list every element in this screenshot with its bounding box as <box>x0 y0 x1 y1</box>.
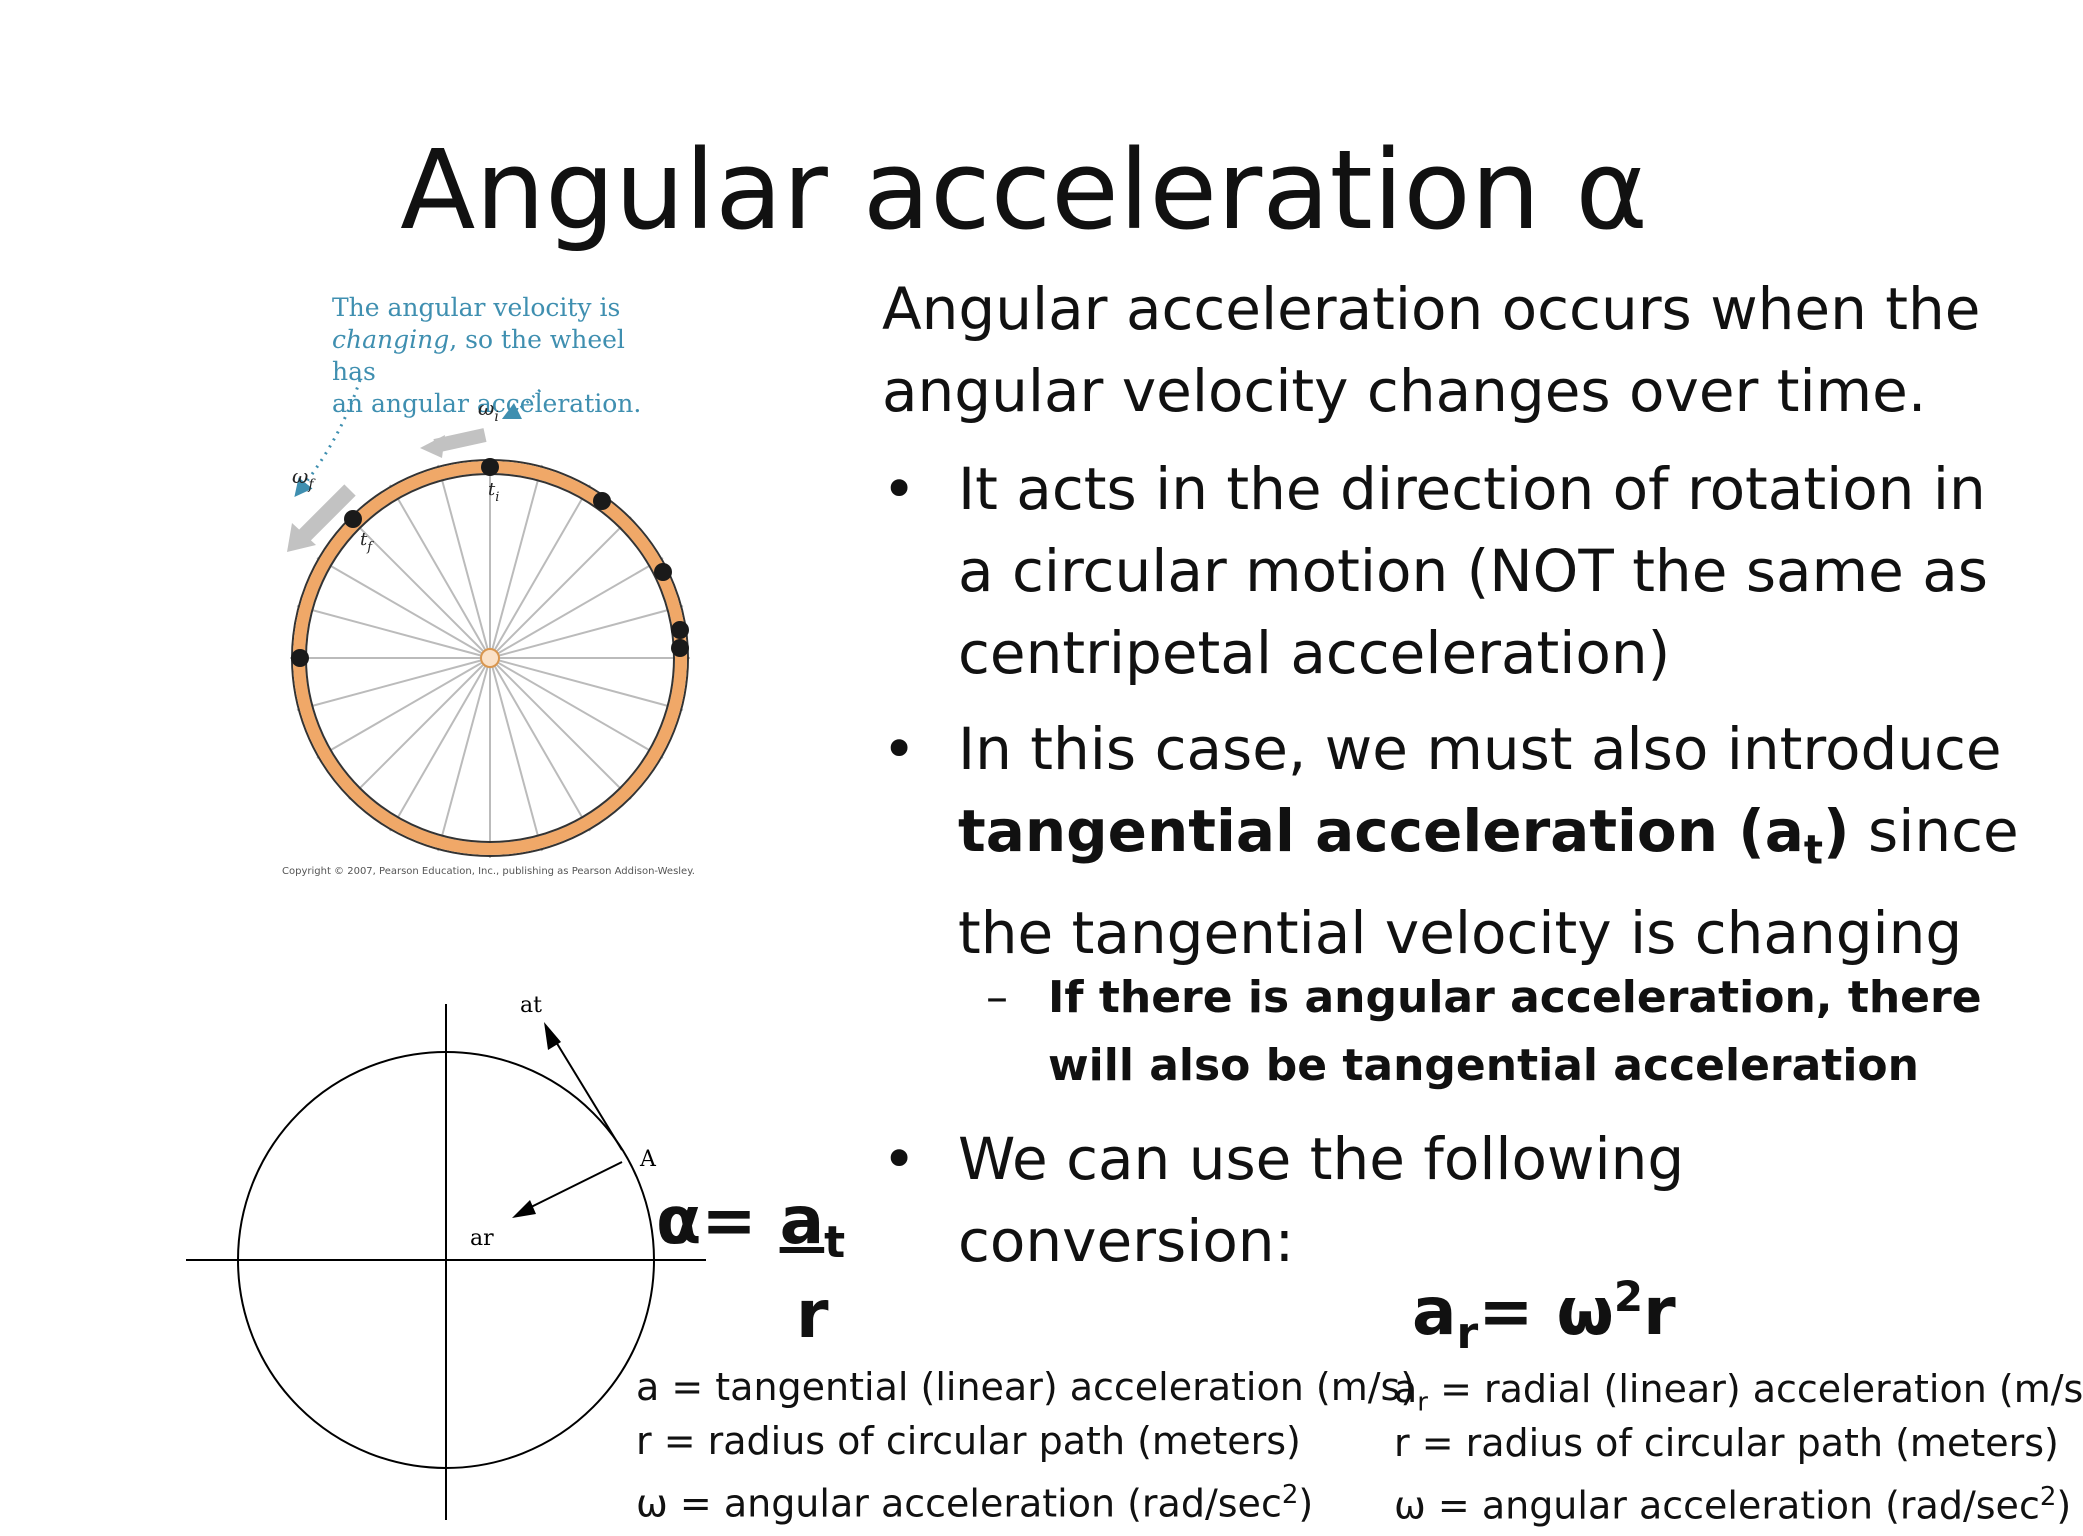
ar-label: ar <box>470 1226 494 1251</box>
bold-term-close: ) <box>1823 797 1850 865</box>
point-a-label: A <box>639 1147 657 1172</box>
bullet-text: It acts in the direction of rotation in … <box>958 455 1988 687</box>
legend-line-rest: = radial (linear) acceleration (m/s <box>1428 1367 2083 1411</box>
legend-line: ω = angular acceleration (rad/sec2) <box>1394 1470 2083 1528</box>
wheel-caption-line: changing, so the wheel has <box>332 324 672 388</box>
legend-line: r = radius of circular path (meters) <box>636 1419 1301 1463</box>
legend-line-pre: ω = angular acceleration (rad/sec <box>1394 1483 2040 1528</box>
legend-line-sup: 2 <box>2039 1482 2057 1512</box>
caption-arrow-f <box>294 379 362 498</box>
radial-vector <box>520 1161 623 1213</box>
bullet-dot: • <box>882 455 917 523</box>
circular-path <box>237 1051 655 1469</box>
formula-alpha-lhs: α= <box>656 1182 780 1259</box>
legend-line-sup: 2 <box>1281 1480 1299 1510</box>
legend-line-post: ) <box>1298 1481 1314 1526</box>
formula-alpha-denominator: r <box>796 1276 829 1353</box>
t-f-label: tf <box>360 529 374 555</box>
wheel-copyright: Copyright © 2007, Pearson Education, Inc… <box>282 866 695 877</box>
rim-dots <box>291 458 689 667</box>
tangential-arrowhead <box>544 1022 561 1050</box>
omega-f-arrow <box>294 484 356 546</box>
formula-radial-lhs-sub: r <box>1456 1308 1479 1360</box>
formula-radial-lhs: a <box>1412 1273 1457 1350</box>
omega-i-label: ωi <box>478 396 499 425</box>
omega-i-arrowhead <box>420 435 445 458</box>
bold-term-main: tangential acceleration (a <box>958 797 1804 865</box>
at-label: at <box>520 993 542 1018</box>
numerator-sub: t <box>824 1217 846 1269</box>
formula-radial-sup: 2 <box>1613 1272 1644 1321</box>
wheel-caption: The angular velocity is changing, so the… <box>332 292 672 420</box>
acceleration-vector-diagram: at A ar <box>186 993 706 1520</box>
wheel-caption-italic: changing <box>332 325 450 354</box>
formula-alpha: α= at <box>656 1182 845 1268</box>
legend-tangential: a = tangential (linear) acceleration (m/… <box>636 1360 1416 1526</box>
bullet-bold-term: tangential acceleration (at) <box>958 797 1850 874</box>
wheel-hub <box>480 648 500 668</box>
omega-f-label: ωf <box>292 464 316 493</box>
wheel-caption-line: an angular acceleration. <box>332 389 642 418</box>
legend-radial: ar = radial (linear) acceleration (m/s r… <box>1394 1362 2083 1528</box>
legend-line-a: a <box>1394 1367 1418 1411</box>
legend-line-post: ) <box>2056 1483 2072 1528</box>
formula-radial: ar= ω2r <box>1412 1272 1676 1359</box>
wheel-diagram: ωi ωf ti tf <box>287 379 690 858</box>
numerator-a: a <box>779 1182 825 1259</box>
legend-line-sub: r <box>1417 1387 1428 1418</box>
bullet-dot: • <box>882 715 917 783</box>
omega-f-arrowhead <box>287 523 316 552</box>
legend-line: ω = angular acceleration (rad/sec2) <box>636 1468 1415 1526</box>
bold-term-sub: t <box>1803 827 1824 874</box>
caption-arrow-i <box>501 388 542 420</box>
bullet-text-post: since the tangential velocity is changin… <box>958 797 2019 967</box>
formula-radial-rhs: = ω <box>1478 1273 1614 1350</box>
sub-bullet-dash: – <box>986 972 1008 1023</box>
formula-radial-tail: r <box>1643 1273 1676 1350</box>
bullet-text-pre: In this case, we must also introduce <box>958 715 2002 783</box>
slide-title: Angular acceleration α <box>400 126 1648 254</box>
wheel-caption-rest: , so the wheel has <box>332 325 625 386</box>
formula-alpha-numerator: at <box>779 1182 846 1268</box>
tangential-vector <box>549 1031 623 1151</box>
legend-line: a = tangential (linear) acceleration (m/… <box>636 1365 1416 1409</box>
wheel-spokes <box>290 458 690 858</box>
bullet-text: In this case, we must also introduce tan… <box>958 708 2038 974</box>
t-i-label: ti <box>488 479 499 505</box>
legend-line: ar = radial (linear) acceleration (m/s <box>1394 1362 2083 1418</box>
legend-line-pre: ω = angular acceleration (rad/sec <box>636 1481 1282 1526</box>
legend-line: r = radius of circular path (meters) <box>1394 1421 2059 1465</box>
radial-arrowhead <box>512 1200 536 1218</box>
bullet-dot: • <box>882 1125 917 1193</box>
sub-bullet-text: If there is angular acceleration, there … <box>1048 972 1982 1091</box>
intro-paragraph: Angular acceleration occurs when the ang… <box>882 275 1981 425</box>
wheel-caption-line: The angular velocity is <box>332 293 621 322</box>
bullet-text: We can use the following conversion: <box>958 1125 1685 1275</box>
